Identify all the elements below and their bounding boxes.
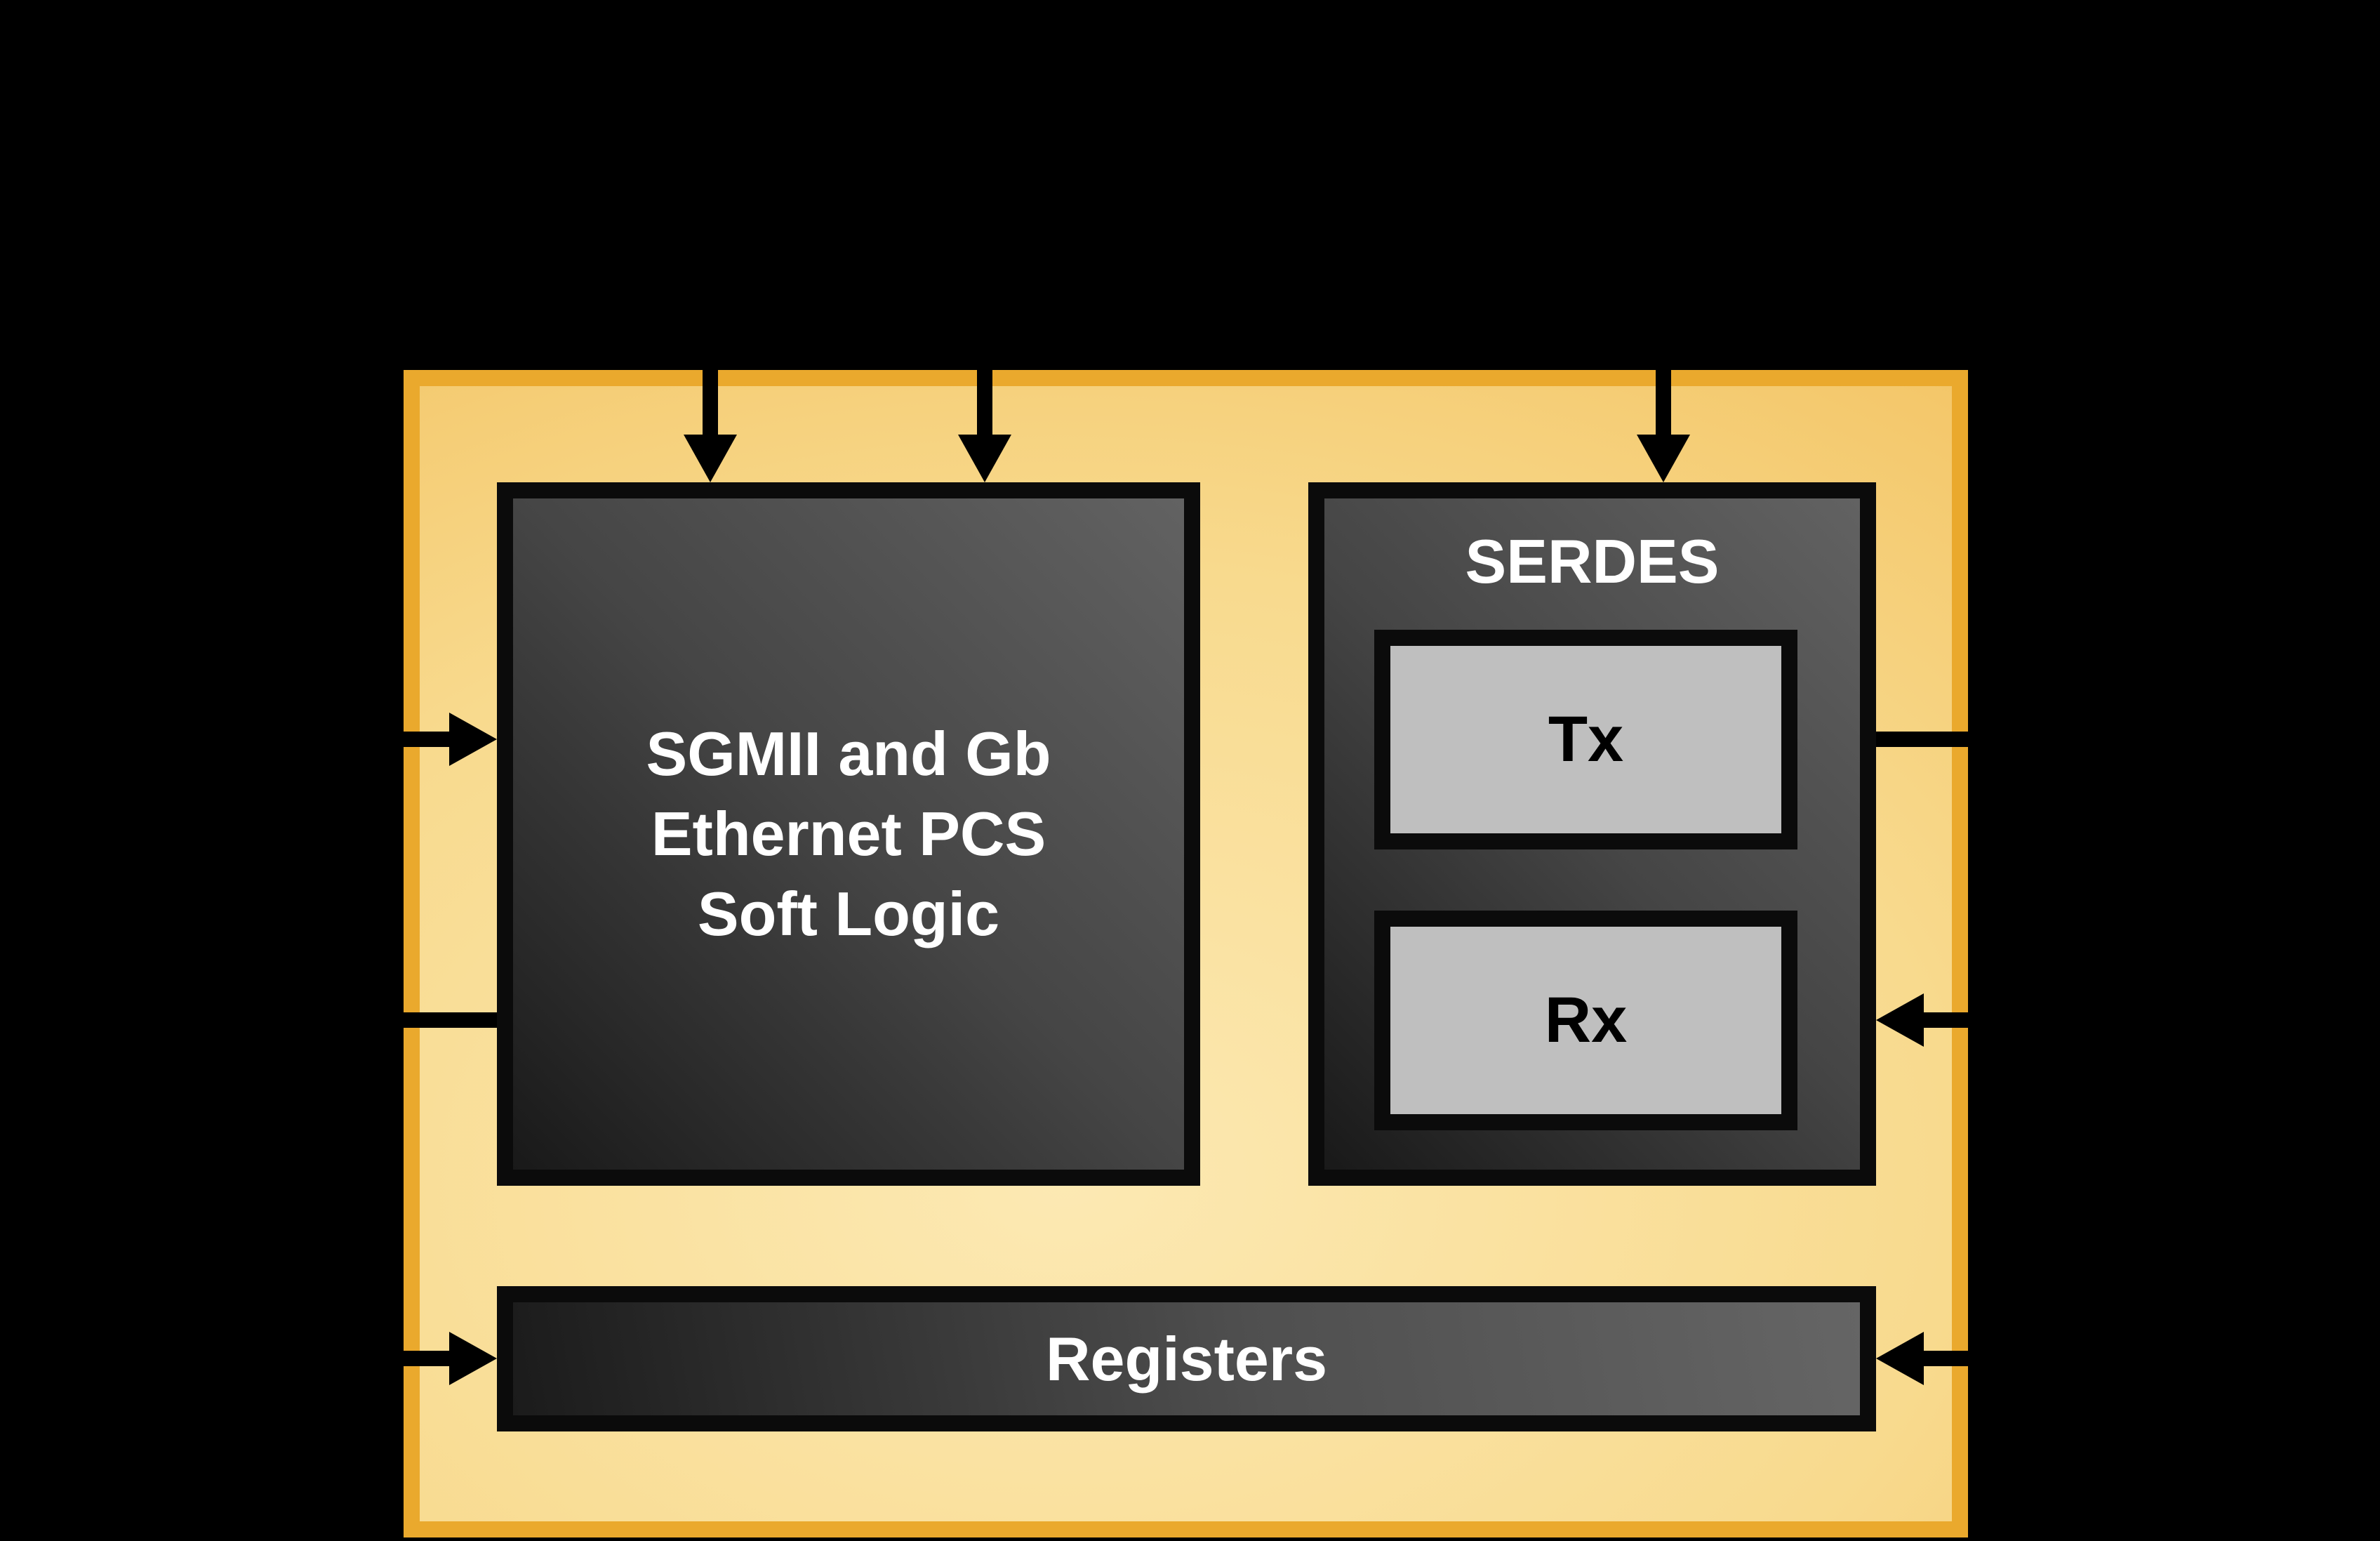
pcs-left-in-arrow-head xyxy=(449,713,497,766)
registers-label: Registers xyxy=(1045,1323,1328,1394)
registers-block: Registers xyxy=(497,1286,1876,1431)
pcs-left-in-arrow-tail xyxy=(379,732,449,747)
pcs-top-in-arrow-2-head xyxy=(958,435,1011,482)
serdes-right-in-arrow-head xyxy=(1876,993,1924,1047)
pcs-top-in-arrow-1-head xyxy=(684,435,737,482)
pcs-soft-logic-label: SGMII and Gb Ethernet PCS Soft Logic xyxy=(646,719,1051,948)
serdes-right-in-arrow-tail xyxy=(1924,1012,1994,1028)
pcs-soft-logic-block: SGMII and Gb Ethernet PCS Soft Logic xyxy=(497,482,1200,1186)
serdes-rx-label: Rx xyxy=(1544,984,1628,1056)
serdes-rx-box: Rx xyxy=(1374,911,1797,1130)
serdes-label: SERDES xyxy=(1465,527,1720,596)
serdes-top-in-arrow-tail xyxy=(1656,260,1671,435)
registers-left-in-arrow-tail xyxy=(379,1351,449,1366)
serdes-right-out-line-segment xyxy=(1876,732,1981,747)
serdes-tx-box: Tx xyxy=(1374,630,1797,849)
registers-left-in-arrow-head xyxy=(449,1332,497,1385)
serdes-tx-label: Tx xyxy=(1548,703,1624,775)
pcs-top-in-arrow-1-tail xyxy=(703,260,718,435)
pcs-left-out-line-segment xyxy=(387,1012,497,1028)
registers-right-in-arrow-head xyxy=(1876,1332,1924,1385)
registers-right-in-arrow-tail xyxy=(1924,1351,1994,1366)
serdes-top-in-arrow-head xyxy=(1637,435,1690,482)
pcs-top-in-arrow-2-tail xyxy=(977,260,992,435)
